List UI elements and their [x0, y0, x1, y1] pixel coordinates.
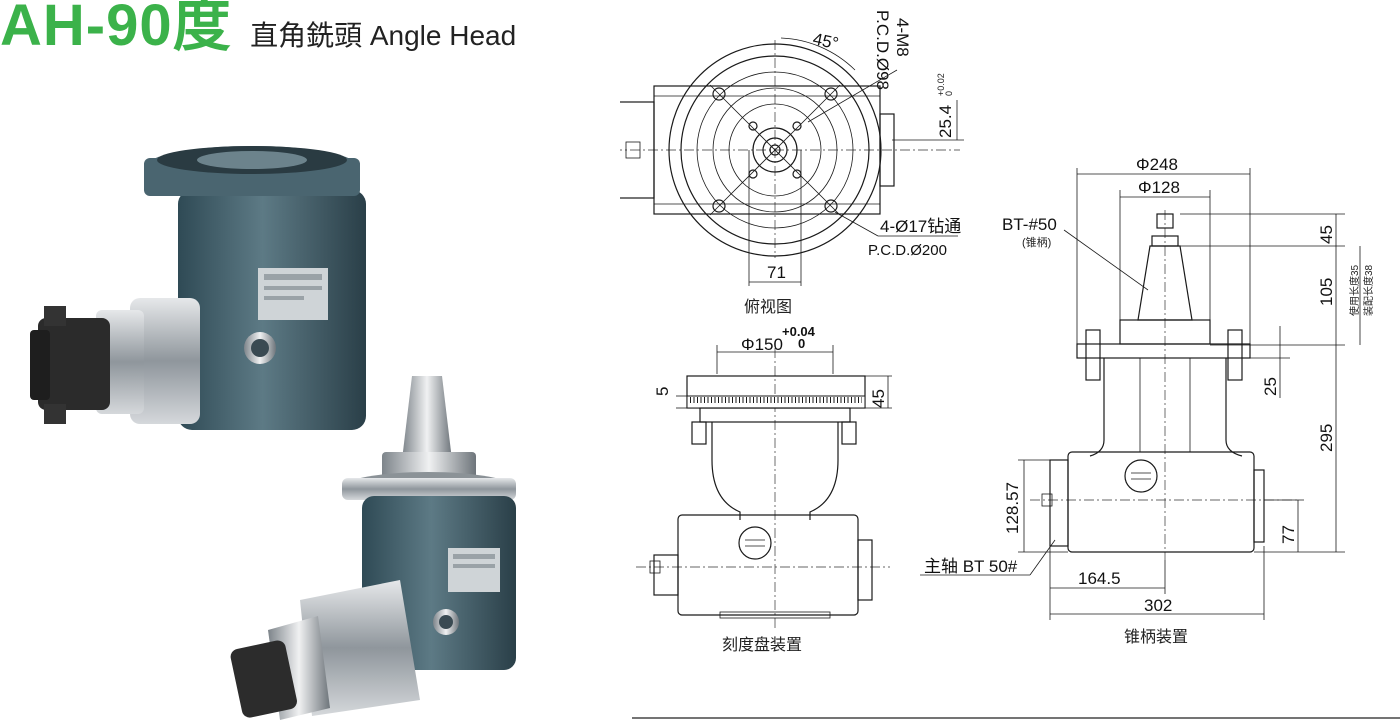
dim-77: 77	[1279, 525, 1298, 544]
page-subtitle: 直角銑頭 Angle Head	[250, 20, 517, 51]
dim-164-5: 164.5	[1078, 569, 1121, 588]
dim-45-degrees: 45°	[811, 29, 840, 53]
dim-25-4: 25.4	[936, 105, 955, 138]
dial-view-drawing: Φ150 +0.04 0 5 45 刻度盘装置	[636, 324, 892, 654]
dim-4-holes-17: 4-Ø17钻通	[880, 217, 961, 236]
dim-45-taper: 45	[1317, 225, 1336, 244]
dim-128-57: 128.57	[1003, 482, 1022, 534]
spindle-bt50-label: 主轴 BT 50#	[924, 557, 1018, 576]
dial-view-caption: 刻度盘装置	[722, 635, 802, 654]
taper-view-caption: 锥柄装置	[1124, 627, 1188, 646]
dim-105: 105	[1317, 278, 1336, 306]
page-header: AH-90度 直角銑頭 Angle Head	[0, 0, 516, 58]
dim-295: 295	[1317, 424, 1336, 452]
technical-drawings: 164 45° P.C.D.Ø98 4-M8 25.4 +0.02 0 4-Ø1…	[620, 10, 1400, 719]
dim-302: 302	[1144, 596, 1172, 615]
tol-lower-25-4: 0	[944, 91, 954, 96]
taper-view-drawing: Φ248 Φ128 BT-#50 (锥柄) 45 105	[920, 155, 1375, 646]
dim-5: 5	[653, 387, 672, 396]
tol-upper-25-4: +0.02	[936, 73, 946, 96]
usage-length-note: 使用长度35	[1348, 264, 1361, 316]
top-view-drawing: 164 45° P.C.D.Ø98 4-M8 25.4 +0.02 0 4-Ø1…	[620, 10, 964, 316]
dim-248: Φ248	[1136, 155, 1178, 174]
dim-71: 71	[767, 263, 786, 282]
dim-45-dial: 45	[869, 389, 888, 408]
page-title: AH-90度	[0, 0, 232, 58]
dim-4-m8: 4-M8	[893, 18, 912, 57]
tol-lower-150: 0	[798, 336, 805, 351]
dim-pcd-200: P.C.D.Ø200	[868, 242, 947, 259]
bt-50-label: BT-#50	[1002, 215, 1057, 234]
dim-150: Φ150	[741, 335, 783, 354]
fit-length-note: 装配长度38	[1362, 264, 1375, 316]
top-view-caption: 俯视图	[744, 297, 792, 316]
dim-pcd-98: P.C.D.Ø98	[873, 10, 892, 90]
angle-head-photo-2	[230, 376, 516, 720]
bt-50-note: (锥柄)	[1022, 236, 1051, 249]
product-photos	[30, 146, 516, 720]
tol-upper-150: +0.04	[782, 324, 816, 339]
angle-head-photo-1	[30, 146, 366, 430]
dim-128: Φ128	[1138, 178, 1180, 197]
dim-25: 25	[1261, 377, 1280, 396]
